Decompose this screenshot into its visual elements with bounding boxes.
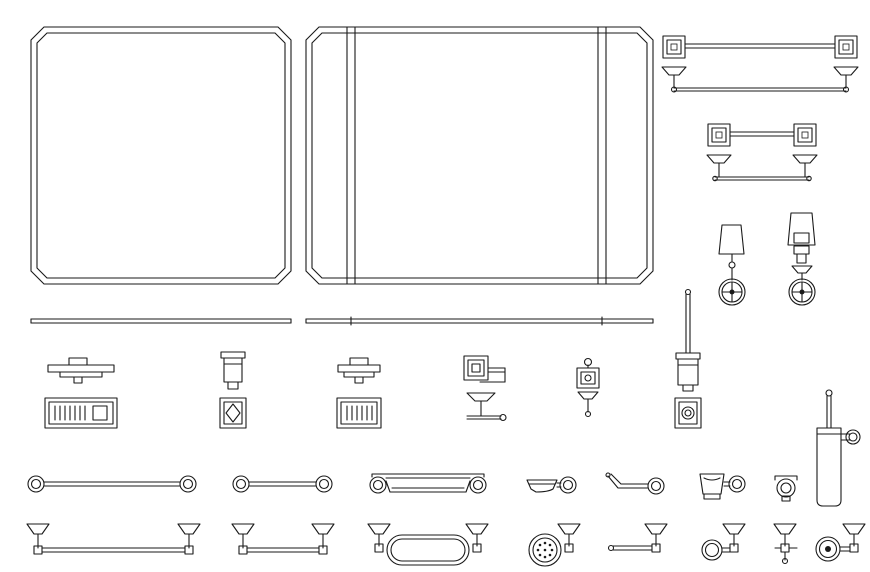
tumbler-holder [219,351,247,429]
towel-bar-side [232,475,333,493]
towel-bar-side [26,523,201,555]
toilet-brush [816,389,861,507]
tumbler-holder [701,523,746,561]
soap-dish [336,357,382,429]
towel-bar-side [231,523,335,555]
paper-holder [774,475,798,502]
towel-bar-front [661,35,859,93]
robe-hook [607,523,668,553]
shelf [369,473,487,494]
framed-mirror [305,26,654,326]
soap-dish [526,476,577,494]
soap-dish [44,357,118,429]
paper-holder [463,355,507,422]
tumbler-holder [699,473,746,500]
paper-holder [773,523,798,565]
robe-hook [605,472,665,495]
wall-lamp [718,212,816,306]
soap-dish [528,523,581,567]
square-mirror [30,26,292,324]
shelf [367,523,489,566]
towel-bar-front-small [706,123,818,182]
toilet-brush [674,288,702,429]
towel-bar-side [27,475,197,493]
robe-hook [576,357,600,418]
toilet-brush [815,523,866,562]
